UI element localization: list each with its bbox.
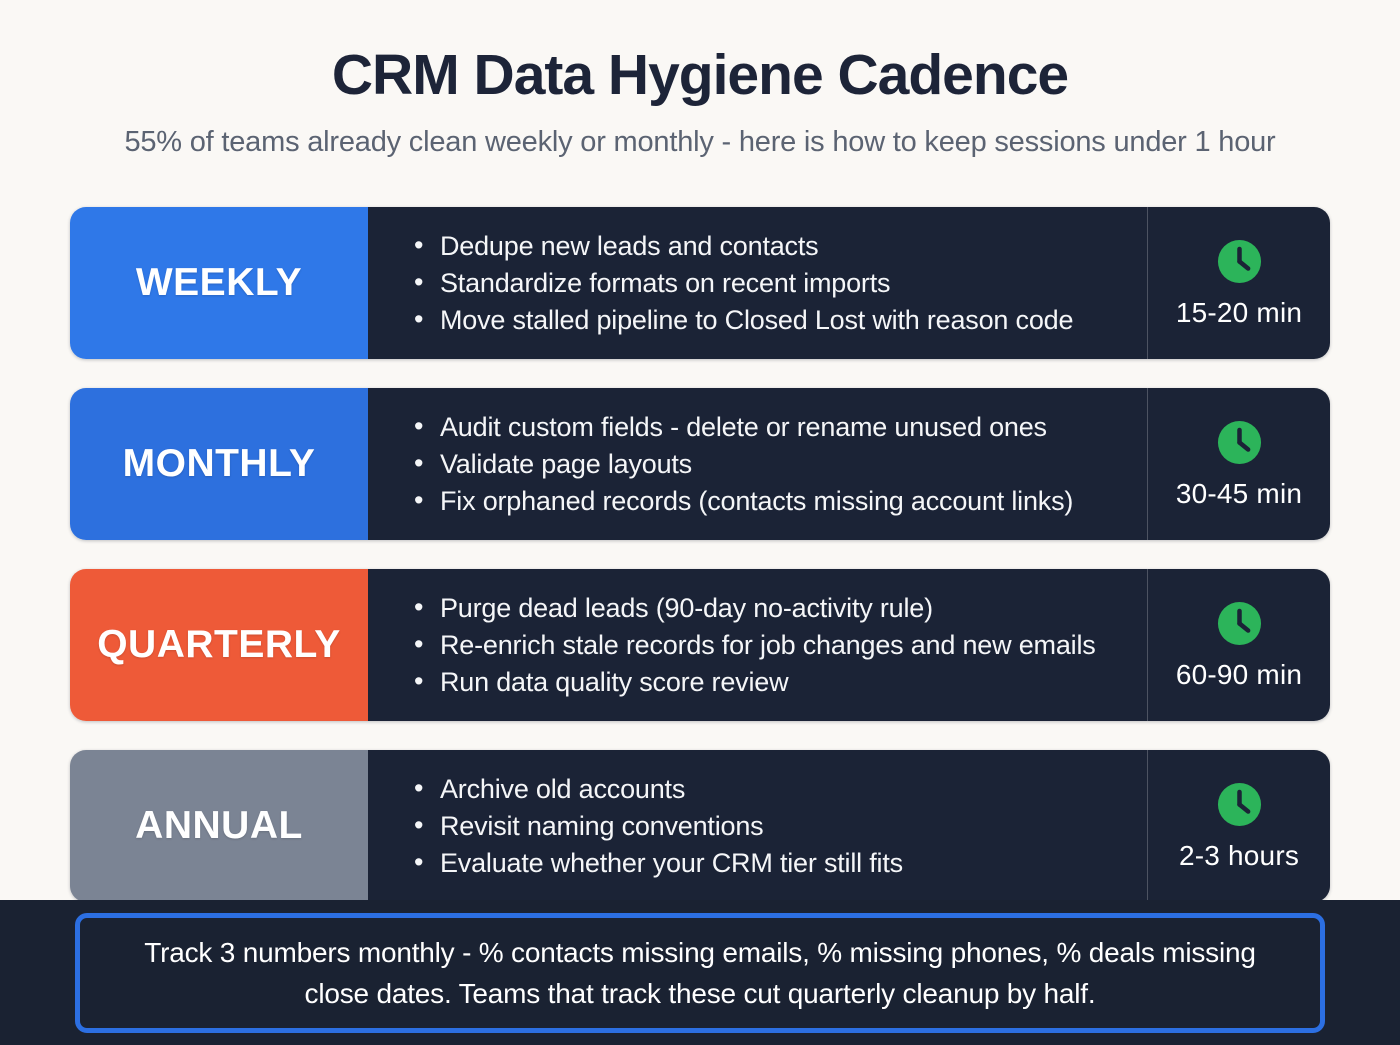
- cadence-label: ANNUAL: [70, 750, 368, 902]
- task-item: Archive old accounts: [408, 770, 1137, 808]
- cadence-tasks: Purge dead leads (90-day no-activity rul…: [368, 569, 1147, 721]
- time-estimate: 2-3 hours: [1178, 839, 1300, 871]
- task-item: Evaluate whether your CRM tier still fit…: [408, 844, 1137, 882]
- cadence-row: ANNUAL Archive old accountsRevisit namin…: [70, 750, 1330, 902]
- task-item: Move stalled pipeline to Closed Lost wit…: [408, 301, 1137, 339]
- clock-icon: [1217, 420, 1261, 464]
- cadence-tasks: Dedupe new leads and contactsStandardize…: [368, 207, 1147, 359]
- task-list: Purge dead leads (90-day no-activity rul…: [408, 589, 1137, 701]
- clock-icon: [1217, 601, 1261, 645]
- footer-text: Track 3 numbers monthly - % contacts mis…: [144, 936, 1256, 1009]
- time-estimate: 60-90 min: [1175, 658, 1303, 690]
- task-list: Audit custom fields - delete or rename u…: [408, 408, 1137, 520]
- cadence-label: QUARTERLY: [70, 569, 368, 721]
- cadence-time: 2-3 hours: [1147, 750, 1330, 902]
- task-list: Archive old accountsRevisit naming conve…: [408, 770, 1137, 882]
- cadence-row: QUARTERLY Purge dead leads (90-day no-ac…: [70, 569, 1330, 721]
- clock-icon: [1217, 239, 1261, 283]
- page-subtitle: 55% of teams already clean weekly or mon…: [124, 126, 1276, 158]
- cadence-tasks: Archive old accountsRevisit naming conve…: [368, 750, 1147, 902]
- cadence-row: WEEKLY Dedupe new leads and contactsStan…: [70, 207, 1330, 359]
- task-item: Dedupe new leads and contacts: [408, 227, 1137, 265]
- clock-icon: [1217, 782, 1261, 826]
- footer-callout: Track 3 numbers monthly - % contacts mis…: [75, 912, 1325, 1033]
- cadence-label: MONTHLY: [70, 388, 368, 540]
- task-item: Revisit naming conventions: [408, 807, 1137, 845]
- task-list: Dedupe new leads and contactsStandardize…: [408, 227, 1137, 339]
- task-item: Run data quality score review: [408, 663, 1137, 701]
- task-item: Fix orphaned records (contacts missing a…: [408, 482, 1137, 520]
- time-estimate: 30-45 min: [1175, 477, 1303, 509]
- cadence-tasks: Audit custom fields - delete or rename u…: [368, 388, 1147, 540]
- cadence-label: WEEKLY: [70, 207, 368, 359]
- cadence-rows: WEEKLY Dedupe new leads and contactsStan…: [70, 207, 1330, 902]
- cadence-time: 15-20 min: [1147, 207, 1330, 359]
- task-item: Re-enrich stale records for job changes …: [408, 626, 1137, 664]
- task-item: Standardize formats on recent imports: [408, 264, 1137, 302]
- task-item: Validate page layouts: [408, 445, 1137, 483]
- task-item: Audit custom fields - delete or rename u…: [408, 408, 1137, 446]
- page-title: CRM Data Hygiene Cadence: [331, 43, 1069, 107]
- time-estimate: 15-20 min: [1175, 296, 1303, 328]
- cadence-row: MONTHLY Audit custom fields - delete or …: [70, 388, 1330, 540]
- header: CRM Data Hygiene Cadence 55% of teams al…: [0, 0, 1400, 159]
- cadence-time: 60-90 min: [1147, 569, 1330, 721]
- task-item: Purge dead leads (90-day no-activity rul…: [408, 589, 1137, 627]
- cadence-time: 30-45 min: [1147, 388, 1330, 540]
- footer-band: Track 3 numbers monthly - % contacts mis…: [0, 900, 1400, 1045]
